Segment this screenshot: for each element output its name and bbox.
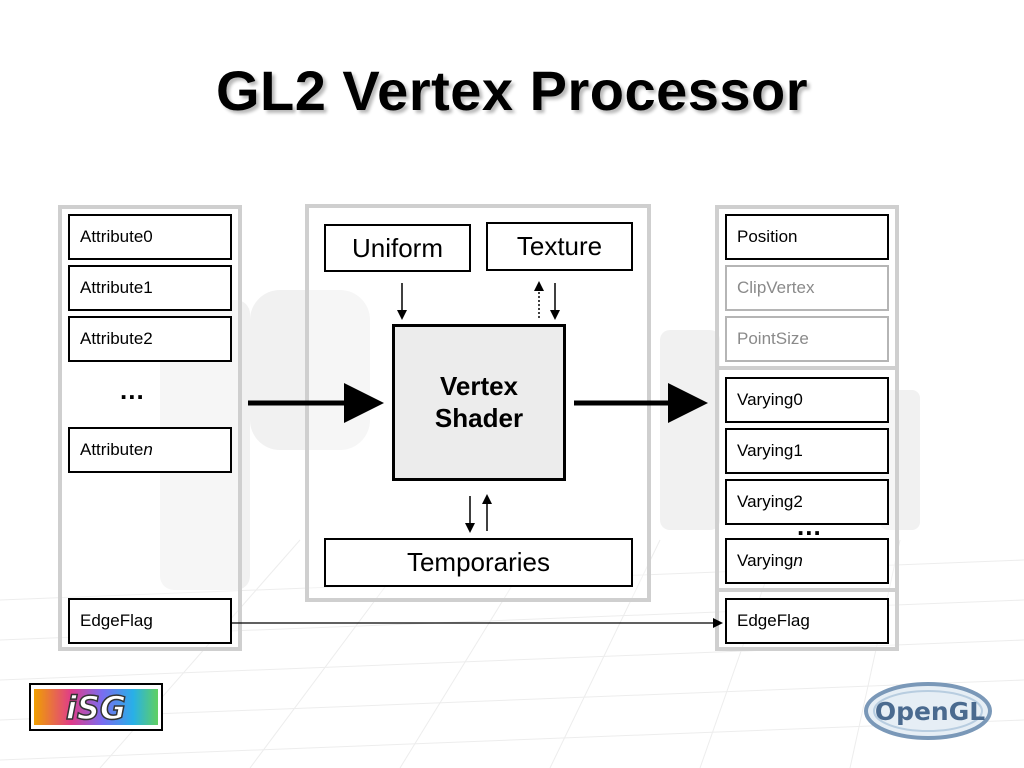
texture-box: Texture xyxy=(486,222,633,271)
position-output: Position xyxy=(725,214,889,260)
point-size-output: PointSize xyxy=(725,316,889,362)
varying-1: Varying1 xyxy=(725,428,889,474)
clip-vertex-output: ClipVertex xyxy=(725,265,889,311)
uniform-box: Uniform xyxy=(324,224,471,272)
edge-flag-input: EdgeFlag xyxy=(68,598,232,644)
attribute-2: Attribute2 xyxy=(68,316,232,362)
opengl-logo: OpenGL xyxy=(862,680,998,742)
outputs-divider-top xyxy=(719,366,895,370)
varying-n-prefix: Varying xyxy=(737,551,794,570)
isg-logo-graphic: iSG xyxy=(34,688,158,728)
shader-label-line2: Shader xyxy=(434,402,524,433)
shader-label-line1: Vertex xyxy=(439,371,519,402)
isg-logo: iSG xyxy=(29,683,163,731)
varying-2: Varying2 xyxy=(725,479,889,525)
vertex-shader-box: Vertex Shader xyxy=(392,324,566,481)
varying-n-suffix: n xyxy=(793,551,803,570)
attribute-n-prefix: Attribute xyxy=(80,440,144,459)
varying-0: Varying0 xyxy=(725,377,889,423)
opengl-logo-text: OpenGL xyxy=(875,697,985,726)
attributes-ellipsis: ... xyxy=(120,375,145,405)
attribute-0: Attribute0 xyxy=(68,214,232,260)
attribute-1: Attribute1 xyxy=(68,265,232,311)
varyings-ellipsis: ... xyxy=(797,511,822,541)
temporaries-box: Temporaries xyxy=(324,538,633,587)
outputs-divider-bottom xyxy=(719,588,895,592)
attribute-n-suffix: n xyxy=(143,440,153,459)
isg-logo-text: iSG xyxy=(66,689,126,727)
opengl-logo-graphic: OpenGL xyxy=(864,682,992,740)
edge-flag-output: EdgeFlag xyxy=(725,598,889,644)
page-title: GL2 Vertex Processor xyxy=(215,59,809,122)
